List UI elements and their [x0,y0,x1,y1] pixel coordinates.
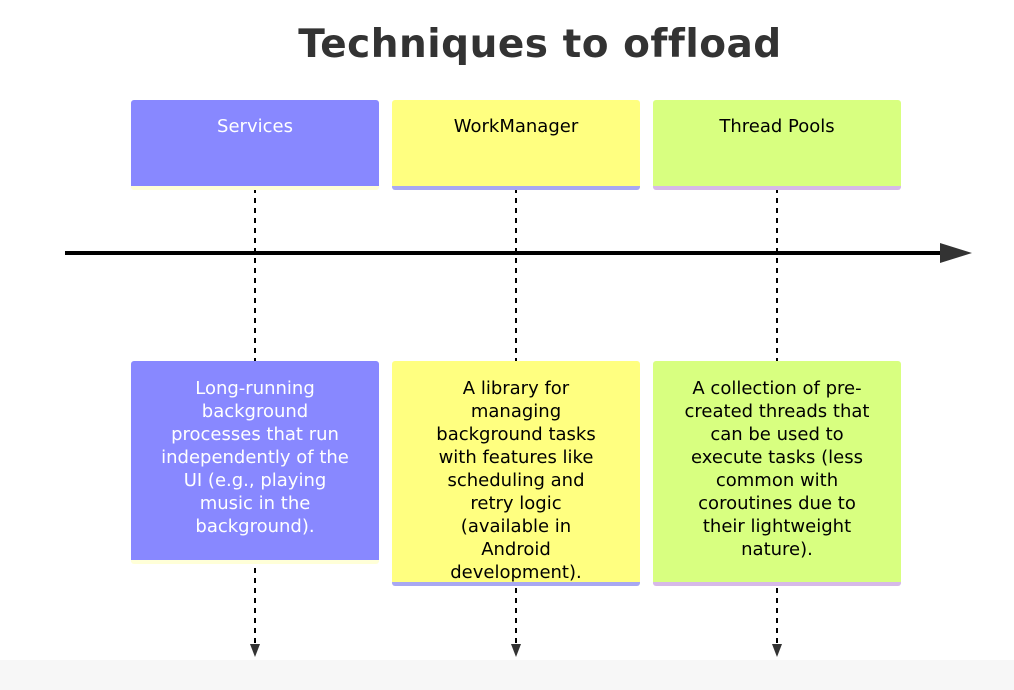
header-label-services: Services [217,116,293,137]
header-label-threadpools: Thread Pools [719,116,835,137]
description-box-workmanager: A library for managing background tasks … [392,361,640,586]
header-box-threadpools: Thread Pools [653,100,901,190]
arrowhead-workmanager [511,644,521,657]
description-box-threadpools: A collection of pre-created threads that… [653,361,901,586]
description-text-threadpools: A collection of pre-created threads that… [684,378,870,560]
arrowhead-threadpools [772,644,782,657]
description-box-services: Long-running background processes that r… [131,361,379,564]
header-box-services: Services [131,100,379,190]
description-text-services: Long-running background processes that r… [161,378,349,537]
diagram-title: Techniques to offload [298,22,782,67]
header-label-workmanager: WorkManager [453,116,579,137]
timeline-arrowhead [940,243,972,263]
description-text-workmanager: A library for managing background tasks … [436,378,596,583]
header-box-workmanager: WorkManager [392,100,640,190]
footer-band [0,660,1014,690]
arrowhead-services [250,644,260,657]
